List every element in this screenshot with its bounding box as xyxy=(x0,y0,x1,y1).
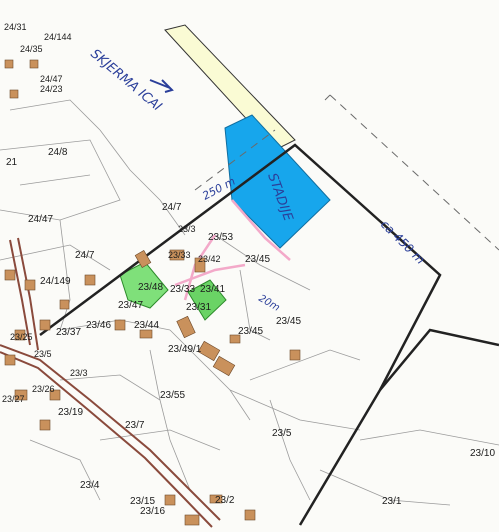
parcel-label: 23/1 xyxy=(382,496,402,507)
parcel-labels: 24/31 24/144 24/35 24/47 24/23 24/8 21 2… xyxy=(2,22,495,517)
parcel-label: 24/23 xyxy=(40,84,63,94)
green-parcel-23-31 xyxy=(187,279,227,321)
parcel-label: 24/47 xyxy=(28,214,53,225)
parcel-label: 24/7 xyxy=(75,250,95,261)
parcel-label: 23/15 xyxy=(130,496,155,507)
parcel-label: 23/46 xyxy=(86,320,111,331)
parcel-label: 23/3 xyxy=(178,224,196,234)
yellow-strip xyxy=(164,24,296,151)
parcel-label: 23/45 xyxy=(238,326,263,337)
parcel-label: 23/45 xyxy=(245,254,270,265)
parcel-label: 23/25 xyxy=(10,332,33,342)
parcel-label: 24/7 xyxy=(162,202,182,213)
parcel-label: 23/26 xyxy=(32,384,55,394)
parcel-label: 24/35 xyxy=(20,44,43,54)
parcel-label: 23/45 xyxy=(276,316,301,327)
distance-20-label: 20m xyxy=(257,293,282,314)
parcel-label: 23/3 xyxy=(70,368,88,378)
parcel-label: 24/149 xyxy=(40,276,71,287)
parcel-label: 23/55 xyxy=(160,390,185,401)
parcel-label: 23/7 xyxy=(125,420,145,431)
parcel-label: 23/53 xyxy=(208,232,233,243)
planning-boundary xyxy=(39,143,499,526)
buildings xyxy=(4,59,301,526)
parcel-label: 23/33 xyxy=(168,250,191,260)
parcel-label: 23/5 xyxy=(272,428,292,439)
parcel-label: 23/47 xyxy=(118,300,143,311)
parcel-label: 23/5 xyxy=(34,349,52,359)
parcel-label: 23/16 xyxy=(140,506,165,517)
parcel-label: 23/33 xyxy=(170,284,195,295)
parcel-label: 24/47 xyxy=(40,74,63,84)
parcel-label: 24/31 xyxy=(4,22,27,32)
parcel-label: 24/144 xyxy=(44,32,72,42)
dashed-radius xyxy=(194,94,499,251)
parcel-label: 23/42 xyxy=(198,254,221,264)
parcel-label: 23/31 xyxy=(186,302,211,313)
parcel-label: 23/37 xyxy=(56,327,81,338)
parcel-label: 23/41 xyxy=(200,284,225,295)
parcel-label: 23/19 xyxy=(58,407,83,418)
main-road xyxy=(0,237,221,528)
distance-450-label: ca 450 m xyxy=(378,217,428,267)
parcel-label: 23/44 xyxy=(134,320,159,331)
parcel-label: 23/10 xyxy=(470,448,495,459)
parcel-label: 21 xyxy=(6,157,18,168)
parcel-label: 23/2 xyxy=(215,495,235,506)
parcel-label: 23/27 xyxy=(2,394,25,404)
parcel-lines xyxy=(0,99,499,506)
pen-arrow-mark xyxy=(149,79,174,93)
parcel-label: 24/8 xyxy=(48,147,68,158)
parcel-label: 23/49/1 xyxy=(168,344,202,355)
parcel-label: 23/4 xyxy=(80,480,100,491)
parcel-label: 23/48 xyxy=(138,282,163,293)
